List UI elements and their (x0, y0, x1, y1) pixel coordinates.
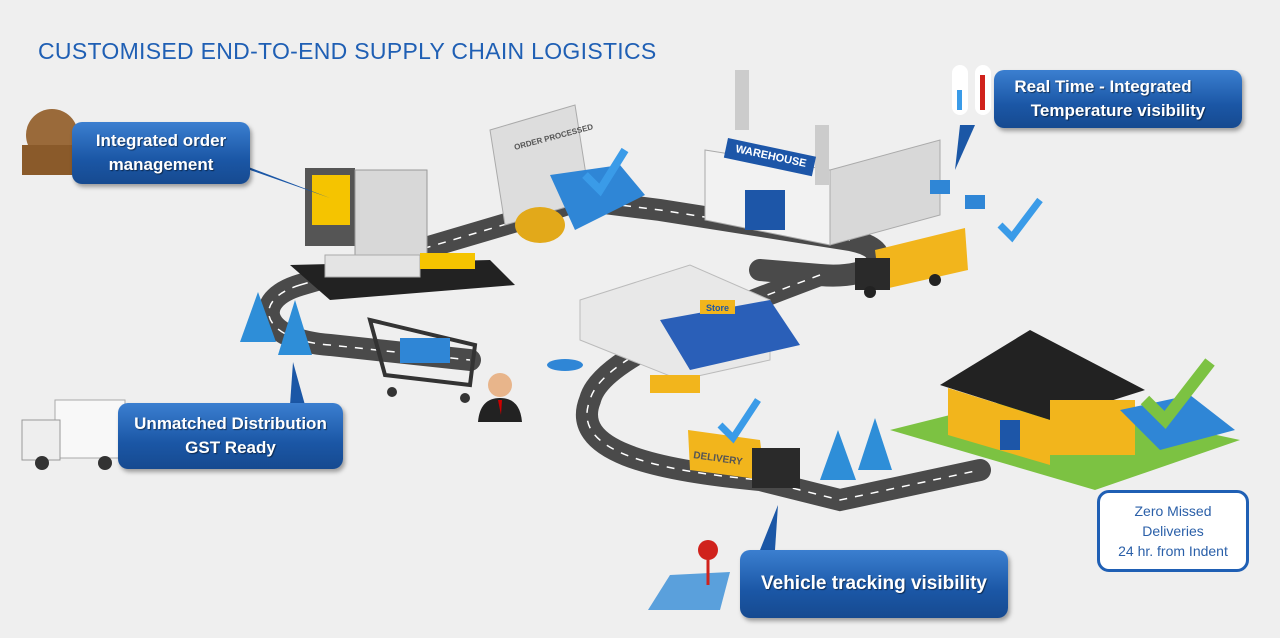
info-text: Deliveries (1142, 523, 1204, 539)
order-document-icon: ORDER PROCESSED (489, 104, 645, 243)
computer-icon (290, 168, 515, 300)
globe-boxes-icon (22, 109, 78, 175)
svg-text:Store: Store (706, 303, 729, 313)
callout-text: Unmatched Distribution (134, 414, 327, 433)
shopping-cart-icon (367, 317, 478, 403)
callout-text: Temperature visibility (1030, 101, 1206, 120)
callout-text: Integrated order (95, 131, 227, 150)
store-icon: Store (547, 264, 800, 393)
callout-order-management: Integrated order management (72, 122, 250, 184)
warehouse-icon: WAREHOUSE (704, 70, 1043, 246)
truck-icon (855, 228, 968, 298)
info-text: 24 hr. from Indent (1118, 543, 1228, 559)
page-title: CUSTOMISED END-TO-END SUPPLY CHAIN LOGIS… (38, 38, 657, 64)
trees-icon (240, 292, 892, 480)
callout-text: Vehicle tracking visibility (761, 573, 987, 594)
callout-text: management (108, 155, 214, 174)
thermometer-icon (952, 65, 991, 115)
callout-temperature: Real Time - Integrated Temperature visib… (994, 70, 1242, 128)
callout-text: GST Ready (185, 438, 276, 457)
map-pin-icon (648, 540, 730, 610)
delivery-truck-icon: DELIVERY (688, 398, 800, 488)
callout-text: Real Time - Integrated (1014, 77, 1192, 96)
zero-missed-deliveries-box: Zero Missed Deliveries 24 hr. from Inden… (1097, 490, 1249, 572)
lorry-icon (21, 399, 126, 470)
person-icon (478, 373, 522, 422)
house-icon (890, 330, 1240, 490)
callout-distribution: Unmatched Distribution GST Ready (118, 403, 343, 469)
callout-vehicle-tracking: Vehicle tracking visibility (740, 550, 1008, 618)
info-text: Zero Missed (1134, 503, 1212, 519)
